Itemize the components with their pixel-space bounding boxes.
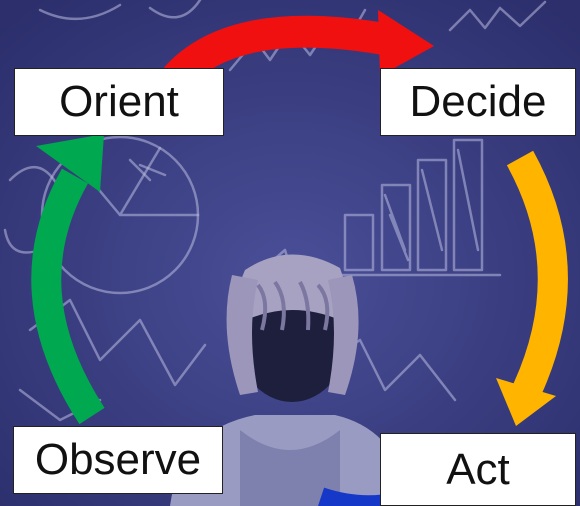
- orient-label: Orient: [59, 77, 179, 126]
- person-silhouette: [170, 254, 410, 506]
- act-box: Act: [380, 433, 576, 506]
- arrow-decide-to-act: [496, 150, 568, 426]
- act-label: Act: [446, 444, 510, 494]
- orient-box: Orient: [14, 68, 224, 136]
- observe-label: Observe: [34, 435, 202, 484]
- arrow-observe-to-orient: [31, 134, 105, 425]
- decide-label: Decide: [409, 77, 547, 126]
- observe-box: Observe: [13, 426, 223, 494]
- decide-box: Decide: [380, 68, 576, 136]
- arrow-orient-to-decide: [164, 10, 434, 90]
